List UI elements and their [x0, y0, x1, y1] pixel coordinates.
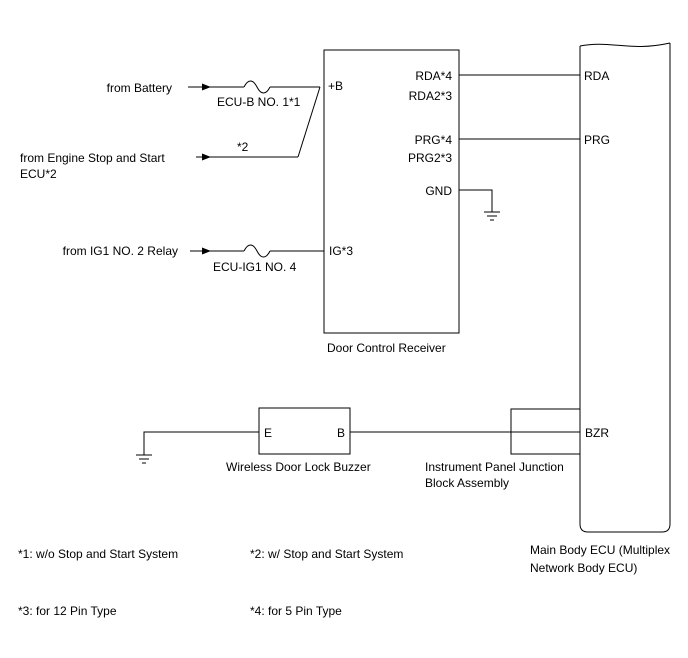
ground-icon [484, 211, 500, 221]
pin-ig: IG*3 [329, 244, 353, 258]
note-2: *2: w/ Stop and Start System [250, 547, 403, 561]
main-body-ecu-label-line2: Network Body ECU) [530, 561, 637, 575]
door-control-receiver-box [323, 49, 460, 334]
pin-prg2: PRG2*3 [408, 151, 452, 165]
ig1-arrow-icon [202, 247, 211, 255]
fuse-ecu-b-label: ECU-B NO. 1*1 [217, 95, 301, 109]
ecu-pin-prg: PRG [584, 133, 610, 147]
note-3: *3: for 12 Pin Type [18, 604, 117, 618]
fuse-icon [243, 244, 271, 258]
fuse-icon [243, 80, 271, 94]
buzzer-ground-wire [143, 431, 259, 455]
source-ig1-label: from IG1 NO. 2 Relay [63, 244, 178, 258]
note-1: *1: w/o Stop and Start System [18, 547, 178, 561]
buzzer-pin-b: B [337, 426, 345, 440]
pin-rda: RDA*4 [415, 69, 452, 83]
pin-prg: PRG*4 [415, 133, 453, 147]
buzzer-label: Wireless Door Lock Buzzer [226, 460, 371, 474]
source-engine-label-line1: from Engine Stop and Start [20, 151, 165, 165]
source-engine-label-line2: ECU*2 [20, 167, 57, 181]
buzzer-pin-e: E [264, 426, 272, 440]
junction-block-label-line1: Instrument Panel Junction [425, 460, 564, 474]
door-control-receiver-label: Door Control Receiver [327, 341, 446, 355]
battery-arrow-icon [202, 83, 211, 91]
main-body-ecu-box [579, 43, 671, 533]
engine-wire-diagonal [297, 86, 321, 158]
gnd-wire [459, 189, 493, 212]
note-4: *4: for 5 Pin Type [250, 604, 342, 618]
ecu-pin-rda: RDA [584, 69, 609, 83]
source-battery-label: from Battery [107, 81, 172, 95]
junction-block-label-line2: Block Assembly [425, 476, 509, 490]
ecu-pin-bzr: BZR [585, 426, 609, 440]
ground-icon [136, 454, 152, 464]
buzzer-box [258, 407, 351, 455]
wire-note-2: *2 [237, 140, 249, 154]
main-body-ecu-break-line [579, 42, 671, 47]
main-body-ecu-label-line1: Main Body ECU (Multiplex [530, 543, 670, 557]
engine-arrow-icon [202, 153, 211, 161]
pin-plus-b: +B [328, 79, 343, 93]
pin-rda2: RDA2*3 [409, 89, 453, 103]
fuse-ecu-ig1-label: ECU-IG1 NO. 4 [213, 260, 297, 274]
pin-gnd: GND [425, 184, 452, 198]
